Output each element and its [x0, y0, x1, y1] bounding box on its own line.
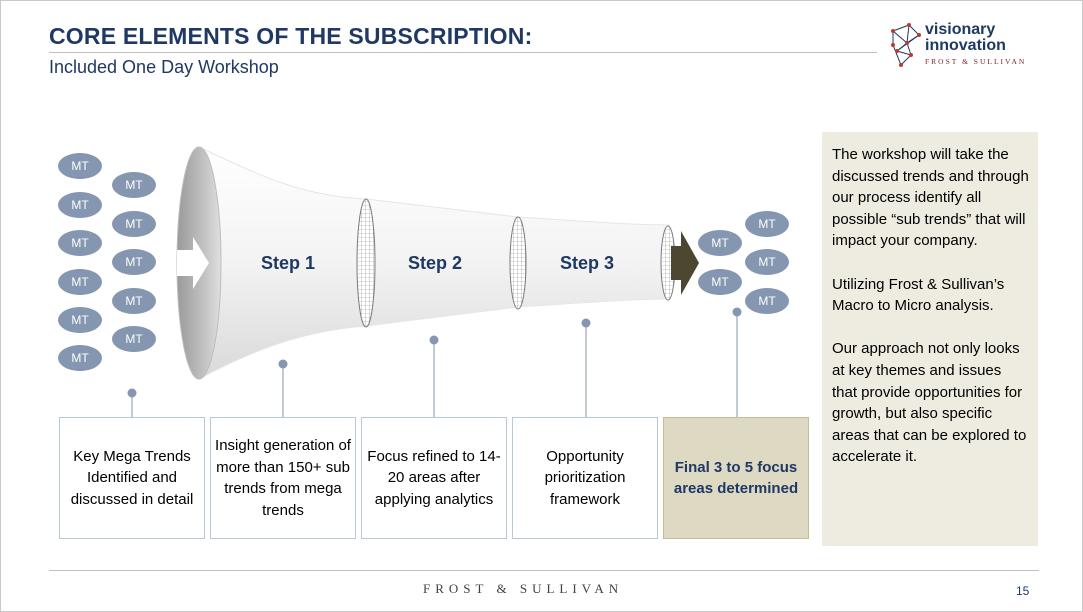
- mt-bubble: MT: [112, 326, 156, 352]
- description-box-2: Insight generation of more than 150+ sub…: [210, 417, 356, 539]
- page-title: CORE ELEMENTS OF THE SUBSCRIPTION:: [49, 23, 533, 49]
- mt-bubble: MT: [58, 345, 102, 371]
- side-panel-paragraph-3: Our approach not only looks at key theme…: [832, 340, 1027, 466]
- connector-dot-4: [581, 318, 591, 328]
- mt-bubble: MT: [745, 249, 789, 275]
- description-box-1: Key Mega Trends Identified and discussed…: [59, 417, 205, 539]
- description-box-3: Focus refined to 14-20 areas after apply…: [361, 417, 507, 539]
- footer-divider: [49, 570, 1039, 571]
- side-panel-paragraph-2: Utilizing Frost & Sullivan’s Macro to Mi…: [832, 275, 1005, 315]
- step-1-label: Step 1: [261, 253, 315, 273]
- funnel-diagram: Step 1 Step 2 Step 3: [127, 146, 742, 417]
- entry-arrow-icon: [177, 237, 209, 289]
- mesh-ring-2: [509, 216, 527, 310]
- mt-bubble: MT: [58, 192, 102, 218]
- logo-text-visionary: visionary: [925, 21, 996, 38]
- connector-dot-1: [127, 388, 137, 398]
- title-divider: [49, 52, 877, 53]
- mt-bubble: MT: [58, 269, 102, 295]
- exit-arrow-icon: [671, 231, 699, 295]
- mt-bubble: MT: [745, 288, 789, 314]
- page-number: 15: [1016, 584, 1030, 598]
- description-box-final: Final 3 to 5 focus areas determined: [663, 417, 809, 539]
- mt-bubble: MT: [112, 211, 156, 237]
- step-2-label: Step 2: [408, 253, 462, 273]
- mt-bubble: MT: [698, 230, 742, 256]
- mt-bubble: MT: [112, 288, 156, 314]
- mt-bubble: MT: [112, 172, 156, 198]
- network-logo-icon: [891, 23, 921, 67]
- logo-text-brand: FROST & SULLIVAN: [925, 57, 1027, 66]
- mesh-ring-1: [356, 198, 376, 328]
- side-panel-paragraph-1: The workshop will take the discussed tre…: [832, 146, 1029, 250]
- connector-dot-2: [278, 359, 288, 369]
- logo: visionary innovation FROST & SULLIVAN: [889, 21, 1049, 71]
- connector-dot-3: [429, 335, 439, 345]
- step-3-label: Step 3: [560, 253, 614, 273]
- mt-bubble: MT: [58, 307, 102, 333]
- page-subtitle: Included One Day Workshop: [49, 57, 279, 77]
- mt-bubble: MT: [112, 249, 156, 275]
- connector-dot-5: [732, 307, 742, 317]
- mt-bubble: MT: [58, 230, 102, 256]
- mt-bubble: MT: [58, 153, 102, 179]
- logo-text-innovation: innovation: [925, 37, 1006, 54]
- side-panel: The workshop will take the discussed tre…: [822, 132, 1038, 546]
- mt-bubble: MT: [745, 211, 789, 237]
- footer-brand: FROST & SULLIVAN: [423, 581, 624, 596]
- mt-bubble: MT: [698, 269, 742, 295]
- description-box-4: Opportunity prioritization framework: [512, 417, 658, 539]
